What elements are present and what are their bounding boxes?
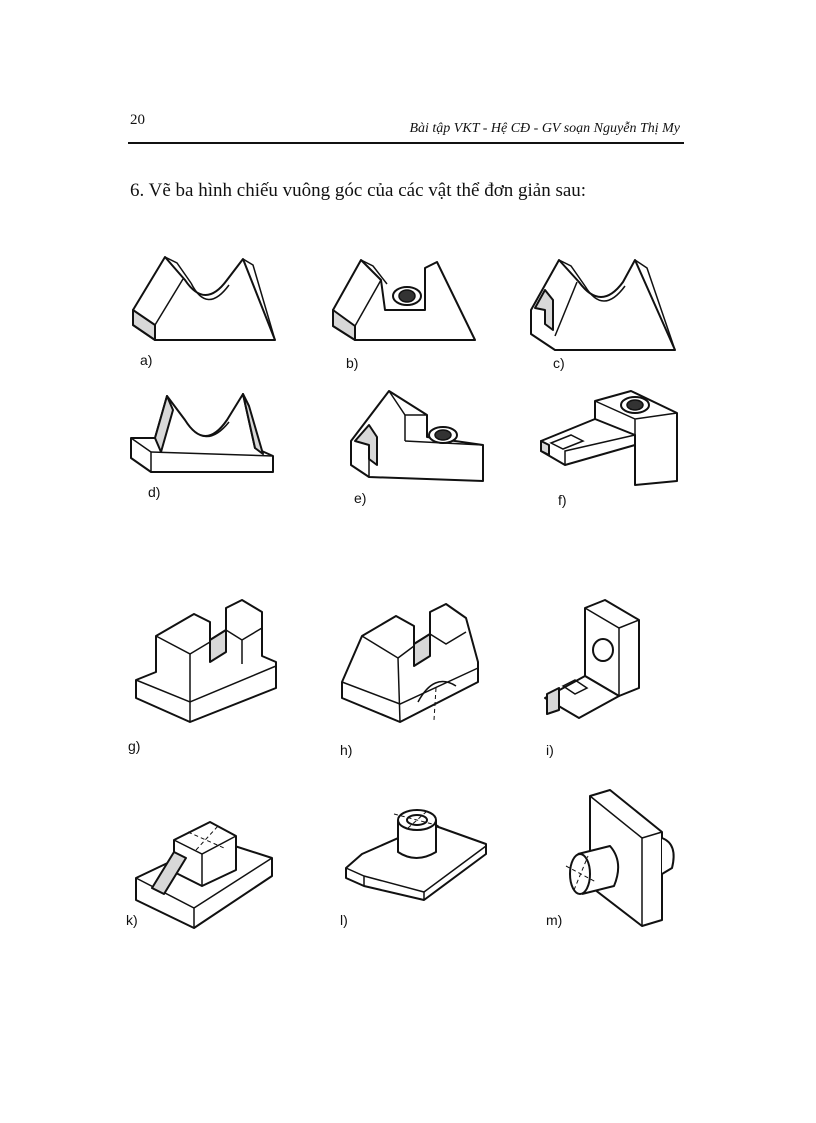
- figure-g-drawing: [130, 599, 290, 723]
- figure-e-label: e): [354, 490, 367, 506]
- figure-h-drawing: [338, 602, 498, 723]
- figure-i-drawing: [535, 598, 695, 719]
- figure-m-label: m): [546, 912, 563, 928]
- figure-c-label: c): [553, 355, 565, 371]
- figure-i-label: i): [546, 742, 554, 758]
- figure-g-label: g): [128, 738, 141, 754]
- figure-m-drawing: [560, 789, 720, 927]
- figure-b-drawing: [325, 250, 485, 370]
- exercise-title: 6. Vẽ ba hình chiếu vuông góc của các vậ…: [130, 180, 587, 201]
- figure-h-label: h): [340, 742, 353, 758]
- figure-k-label: k): [126, 912, 138, 928]
- figure-a-drawing: [125, 245, 285, 365]
- page-number: 20: [130, 112, 145, 128]
- figure-l-drawing: [340, 800, 500, 920]
- figure-k-drawing: [130, 800, 290, 929]
- figure-l-label: l): [340, 912, 348, 928]
- header-rule: [128, 142, 684, 144]
- figure-d-drawing: [125, 380, 285, 500]
- figure-f-drawing: [535, 385, 695, 505]
- figure-a-label: a): [140, 352, 153, 368]
- figure-c-drawing: [525, 250, 685, 370]
- figure-d-label: d): [148, 484, 161, 500]
- figure-f-label: f): [558, 492, 567, 508]
- figure-b-label: b): [346, 355, 359, 371]
- figure-e-drawing: [345, 385, 505, 505]
- running-header: Bài tập VKT - Hệ CĐ - GV soạn Nguyễn Thị…: [409, 121, 680, 136]
